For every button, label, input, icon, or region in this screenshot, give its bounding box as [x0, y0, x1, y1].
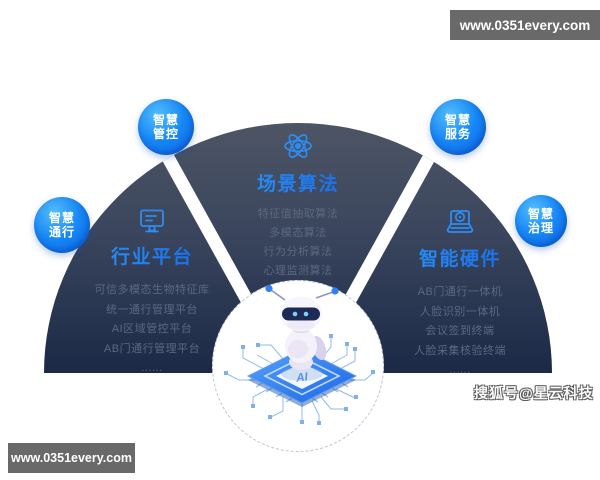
section-item-list: AB门通行一体机 人脸识别一体机 会议签到终端 人脸采集核验终端 ...... [365, 283, 555, 381]
list-item: 人脸识别一体机 [419, 305, 501, 318]
section-scene-algorithms: 场景算法 特征值抽取算法 多模态算法 行为分析算法 心理监测算法 ...... [203, 129, 393, 300]
atom-icon [284, 134, 312, 158]
section-smart-hardware: 智能硬件 AB门通行一体机 人脸识别一体机 会议签到终端 人脸采集核验终端 ..… [365, 206, 555, 381]
list-item: 行为分析算法 [263, 246, 333, 258]
section-industry-platform: 行业平台 可信多模态生物特征库 统一通行管理平台 AI区域管控平台 AB门通行管… [57, 206, 247, 379]
section-item-list: 特征值抽取算法 多模态算法 行为分析算法 心理监测算法 ...... [203, 205, 393, 300]
chip-label: AI [295, 371, 310, 385]
chip-pins [255, 382, 349, 403]
robot [265, 284, 339, 381]
list-item-ellipsis: ...... [449, 364, 471, 376]
section-title: 场景算法 [203, 169, 393, 196]
badge-smart-governance: 智慧 治理 [515, 195, 567, 247]
badge-label: 智慧 [444, 113, 471, 127]
watermark-text: www.0351every.com [459, 17, 591, 33]
badge-label: 管控 [152, 127, 179, 141]
badge-label: 智慧 [48, 211, 75, 225]
badge-label: 治理 [527, 221, 554, 235]
watermark-bottom-left: www.0351every.com [8, 443, 135, 473]
circuit-nodes [224, 334, 375, 425]
device-icon [446, 210, 474, 233]
watermark-text: www.0351every.com [11, 451, 132, 465]
list-item: AI区域管控平台 [111, 323, 193, 335]
list-item: 特征值抽取算法 [257, 208, 339, 220]
list-item: AB门通行一体机 [417, 286, 503, 298]
badge-smart-control: 智慧 管控 [138, 99, 194, 155]
badge-label: 服务 [444, 127, 471, 141]
credit-watermark: 搜狐号@星云科技 [474, 385, 594, 401]
list-item: 多模态算法 [269, 227, 327, 239]
list-item: 心理监测算法 [263, 265, 333, 277]
center-circle: AI [212, 280, 384, 452]
list-item: AB门通行管理平台 [103, 342, 201, 355]
list-item-ellipsis: ...... [141, 362, 163, 374]
badge-label: 通行 [48, 225, 75, 239]
section-title: 智能硬件 [365, 244, 555, 271]
badge-label: 智慧 [527, 207, 554, 221]
watermark-top-right: www.0351every.com [450, 10, 600, 40]
list-item: 可信多模态生物特征库 [94, 284, 210, 296]
list-item: 会议签到终端 [425, 325, 495, 337]
robot-on-chip-illustration: AI [224, 284, 375, 425]
list-item: 人脸采集核验终端 [414, 344, 506, 357]
section-title: 行业平台 [57, 242, 247, 269]
badge-label: 智慧 [152, 113, 179, 127]
ai-chip: AI [246, 348, 358, 407]
badge-smart-service: 智慧 服务 [430, 99, 486, 155]
list-item: 统一通行管理平台 [106, 303, 198, 316]
monitor-icon [140, 209, 164, 233]
circuit-traces [226, 337, 374, 423]
section-item-list: 可信多模态生物特征库 统一通行管理平台 AI区域管控平台 AB门通行管理平台 .… [57, 281, 247, 379]
badge-smart-access: 智慧 通行 [34, 197, 90, 253]
